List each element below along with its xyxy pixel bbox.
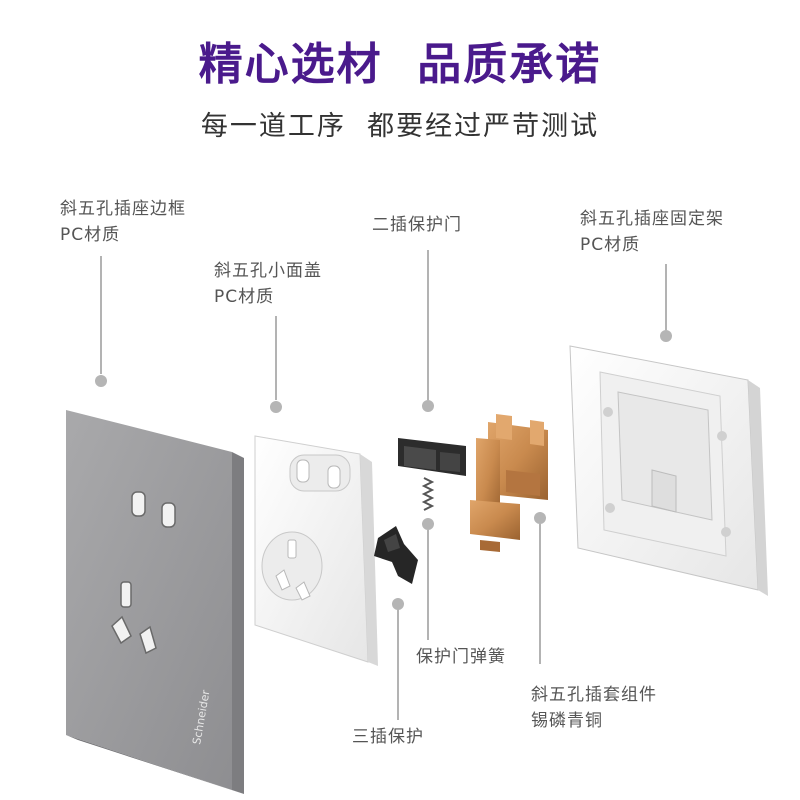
shutter-spring-part xyxy=(421,477,435,511)
callout-frame-material: PC材质 xyxy=(60,225,121,245)
callout-small-cover-name: 斜五孔小面盖 xyxy=(214,261,322,281)
dot-shutter-spring xyxy=(422,518,434,530)
leader-lines xyxy=(100,250,667,720)
callout-three-pin-shutter: 三插保护 xyxy=(352,724,424,750)
two-pin-shutter-part xyxy=(398,438,466,476)
callout-bracket: 斜五孔插座固定架 PC材质 xyxy=(580,206,724,258)
callout-bracket-name: 斜五孔插座固定架 xyxy=(580,209,724,229)
callout-sleeve-assembly-name: 斜五孔插套组件 xyxy=(531,685,657,705)
small-cover-panel xyxy=(254,435,378,666)
callout-small-cover: 斜五孔小面盖 PC材质 xyxy=(214,258,322,310)
dot-bracket xyxy=(660,330,672,342)
page-subtitle: 每一道工序 都要经过严苛测试 xyxy=(200,111,600,142)
callout-two-pin-shutter-name: 二插保护门 xyxy=(372,215,462,235)
dot-three-pin-shutter xyxy=(392,598,404,610)
callout-sleeve-assembly: 斜五孔插套组件 锡磷青铜 xyxy=(531,682,657,734)
callout-three-pin-shutter-name: 三插保护 xyxy=(352,727,424,747)
callout-sleeve-assembly-material: 锡磷青铜 xyxy=(531,711,603,731)
dot-two-pin-shutter xyxy=(422,400,434,412)
callout-small-cover-material: PC材质 xyxy=(214,287,275,307)
gray-frame-panel: Schneider xyxy=(66,410,244,794)
callout-shutter-spring-name: 保护门弹簧 xyxy=(416,647,506,667)
callout-shutter-spring: 保护门弹簧 xyxy=(416,644,506,670)
callout-bracket-material: PC材质 xyxy=(580,235,641,255)
leader-dots xyxy=(95,330,672,610)
dot-small-cover xyxy=(270,401,282,413)
dot-frame xyxy=(95,375,107,387)
copper-sleeve-assembly-part xyxy=(470,414,548,552)
callout-two-pin-shutter: 二插保护门 xyxy=(372,212,462,238)
dot-sleeve-assembly xyxy=(534,512,546,524)
callout-frame-name: 斜五孔插座边框 xyxy=(60,199,186,219)
mounting-bracket-part xyxy=(569,345,768,596)
three-pin-shutter-part xyxy=(374,526,418,584)
callout-frame: 斜五孔插座边框 PC材质 xyxy=(60,196,186,248)
page-title: 精心选材 品质承诺 xyxy=(198,39,602,90)
